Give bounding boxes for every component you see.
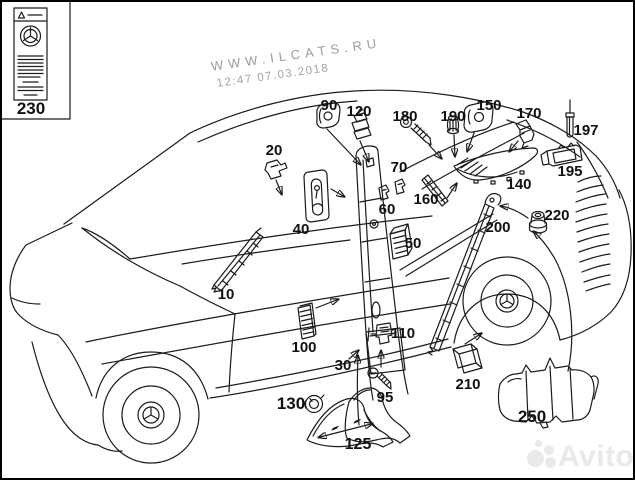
rear-wheel xyxy=(462,256,552,346)
part-label-110: 110 xyxy=(391,325,415,342)
screw-95 xyxy=(367,367,392,390)
grommet-150 xyxy=(463,101,494,133)
part-label-40: 40 xyxy=(293,221,310,238)
grommet-130 xyxy=(304,394,325,414)
part-label-130: 130 xyxy=(277,394,305,413)
part-label-150: 150 xyxy=(476,97,501,114)
part-label-30: 30 xyxy=(335,357,352,374)
avito-logo-icon xyxy=(526,438,558,476)
pin-197 xyxy=(565,99,575,138)
part-label-190: 190 xyxy=(440,108,465,125)
part-label-160: 160 xyxy=(413,191,438,208)
clip-170 xyxy=(515,119,535,149)
pads-210 xyxy=(452,343,483,374)
b-pillar-assembly xyxy=(344,145,411,444)
part-label-170: 170 xyxy=(516,105,541,122)
part-label-20: 20 xyxy=(266,142,283,159)
c-pillar-hatching xyxy=(575,175,611,292)
parcel-shelf-140 xyxy=(453,147,539,185)
car-body-outline xyxy=(9,89,632,452)
part-label-200: 200 xyxy=(485,219,510,236)
part-label-120: 120 xyxy=(346,103,371,120)
c-pillar-trim-200 xyxy=(427,192,502,356)
part-labels: 230 90 120 180 190 150 170 197 195 140 220 200 20 70 1… xyxy=(17,97,599,453)
part-label-10: 10 xyxy=(218,286,235,303)
watermark-brand: Avito xyxy=(526,438,635,478)
grommet-90 xyxy=(316,102,341,129)
mercedes-star-icon xyxy=(143,406,159,420)
moulded-piece-250 xyxy=(497,357,599,429)
clip-20 xyxy=(264,159,288,180)
part-label-95: 95 xyxy=(377,389,394,406)
part-label-230: 230 xyxy=(17,99,45,118)
part-label-70: 70 xyxy=(391,159,408,176)
mercedes-star-icon xyxy=(500,293,514,306)
spec-placard-230 xyxy=(13,7,48,101)
part-label-90: 90 xyxy=(321,97,338,114)
front-wheel xyxy=(102,366,200,464)
part-label-180: 180 xyxy=(392,108,417,125)
clip-110 xyxy=(367,322,393,345)
a-pillar-trim-10 xyxy=(211,227,264,293)
part-label-125: 125 xyxy=(345,436,372,453)
frame-divider xyxy=(2,2,71,120)
bracket-195 xyxy=(540,142,583,167)
b-pillar-lower-trim-125 xyxy=(306,397,394,448)
b-pillar-upper-trim-40 xyxy=(303,169,330,223)
part-label-220: 220 xyxy=(544,207,569,224)
vent-grille-100 xyxy=(297,302,317,340)
sill-strip-160 xyxy=(421,174,449,207)
leader-lines xyxy=(275,128,573,426)
clip-120 xyxy=(351,108,372,140)
clip-70 xyxy=(394,178,406,195)
part-label-195: 195 xyxy=(557,163,582,180)
housing-50 xyxy=(389,223,413,260)
part-label-140: 140 xyxy=(506,176,531,193)
part-label-100: 100 xyxy=(291,339,316,356)
part-label-210: 210 xyxy=(455,376,480,393)
clip-60 xyxy=(378,184,390,201)
part-label-250: 250 xyxy=(518,407,546,426)
part-label-60: 60 xyxy=(379,201,396,218)
screw-180 xyxy=(399,115,432,146)
nut-190 xyxy=(446,115,460,135)
part-label-50: 50 xyxy=(405,235,422,252)
part-label-197: 197 xyxy=(573,122,598,139)
watermark-brand-text: Avito xyxy=(558,440,635,473)
